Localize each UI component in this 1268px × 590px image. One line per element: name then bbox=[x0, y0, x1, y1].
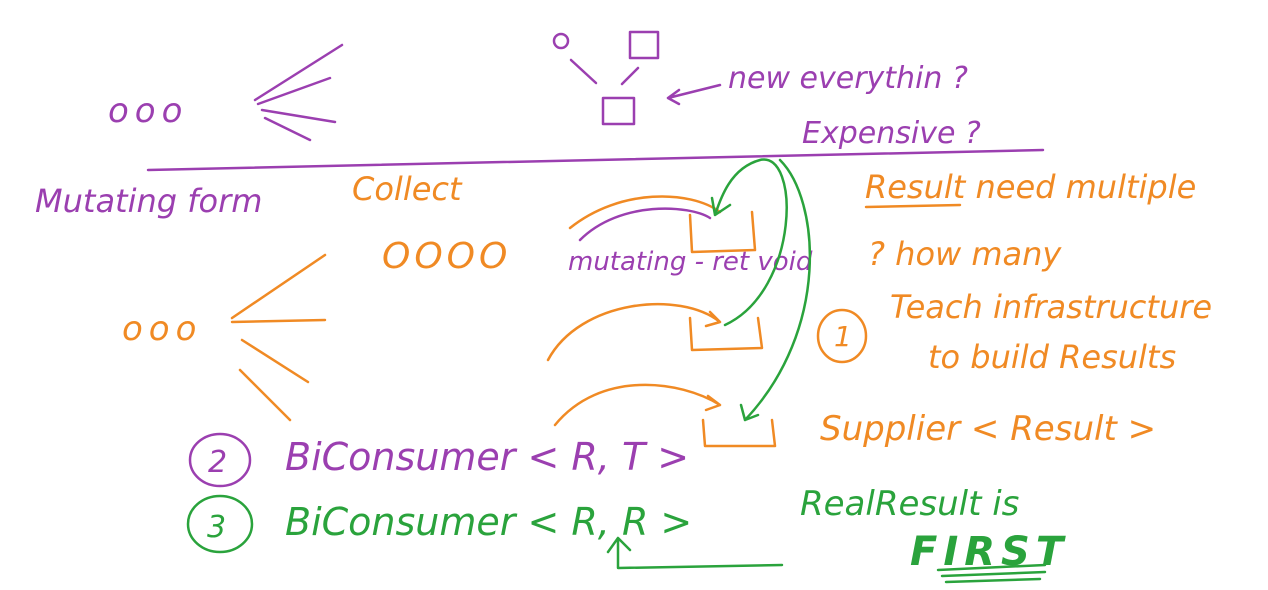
green-arrow-to-box-3 bbox=[739, 158, 812, 422]
real-result-note: RealResult is bbox=[800, 484, 1019, 524]
first-underlines bbox=[936, 563, 1047, 584]
step-circle-2 bbox=[188, 432, 252, 488]
result-underline bbox=[864, 203, 962, 209]
step-circle-3 bbox=[186, 494, 254, 554]
how-many-note: ? how many bbox=[868, 235, 1062, 273]
container-box-1 bbox=[688, 210, 757, 254]
collect-arc-top bbox=[568, 195, 722, 230]
step-circle-1 bbox=[816, 308, 868, 364]
result-need-multiple-note: Result need multiple bbox=[865, 168, 1196, 206]
middle-fan-lines bbox=[230, 253, 327, 422]
object-tree-shapes bbox=[552, 30, 722, 126]
arc-to-box-2 bbox=[546, 303, 722, 362]
biconsumer-r-t: BiConsumer < R, T > bbox=[285, 435, 689, 479]
mutating-arc bbox=[578, 207, 712, 242]
container-box-2 bbox=[688, 316, 764, 352]
teach-infrastructure-line1: Teach infrastructure bbox=[890, 288, 1212, 326]
top-dots: ooo bbox=[108, 91, 188, 131]
green-arrow-to-box-1 bbox=[710, 158, 788, 327]
step-circle-1-number: 1 bbox=[834, 320, 852, 353]
top-fan-lines bbox=[253, 43, 344, 142]
new-everything-note: new everythin ? bbox=[728, 61, 968, 96]
step-circle-2-number: 2 bbox=[208, 445, 227, 480]
first-arg-arrow bbox=[606, 536, 784, 570]
expensive-note: Expensive ? bbox=[802, 116, 981, 151]
teach-infrastructure-line2: to build Results bbox=[928, 338, 1176, 376]
mutating-form-label: Mutating form bbox=[35, 182, 262, 220]
biconsumer-r-r: BiConsumer < R, R > bbox=[285, 500, 692, 544]
middle-dots: ooo bbox=[122, 309, 202, 349]
arc-to-box-3 bbox=[553, 383, 722, 427]
collect-label: Collect bbox=[352, 170, 463, 208]
step-circle-3-number: 3 bbox=[207, 510, 226, 545]
divider-line bbox=[146, 148, 1045, 172]
circles-row: OOOO bbox=[382, 236, 511, 277]
supplier-note: Supplier < Result > bbox=[820, 409, 1156, 449]
container-box-3 bbox=[701, 418, 777, 448]
